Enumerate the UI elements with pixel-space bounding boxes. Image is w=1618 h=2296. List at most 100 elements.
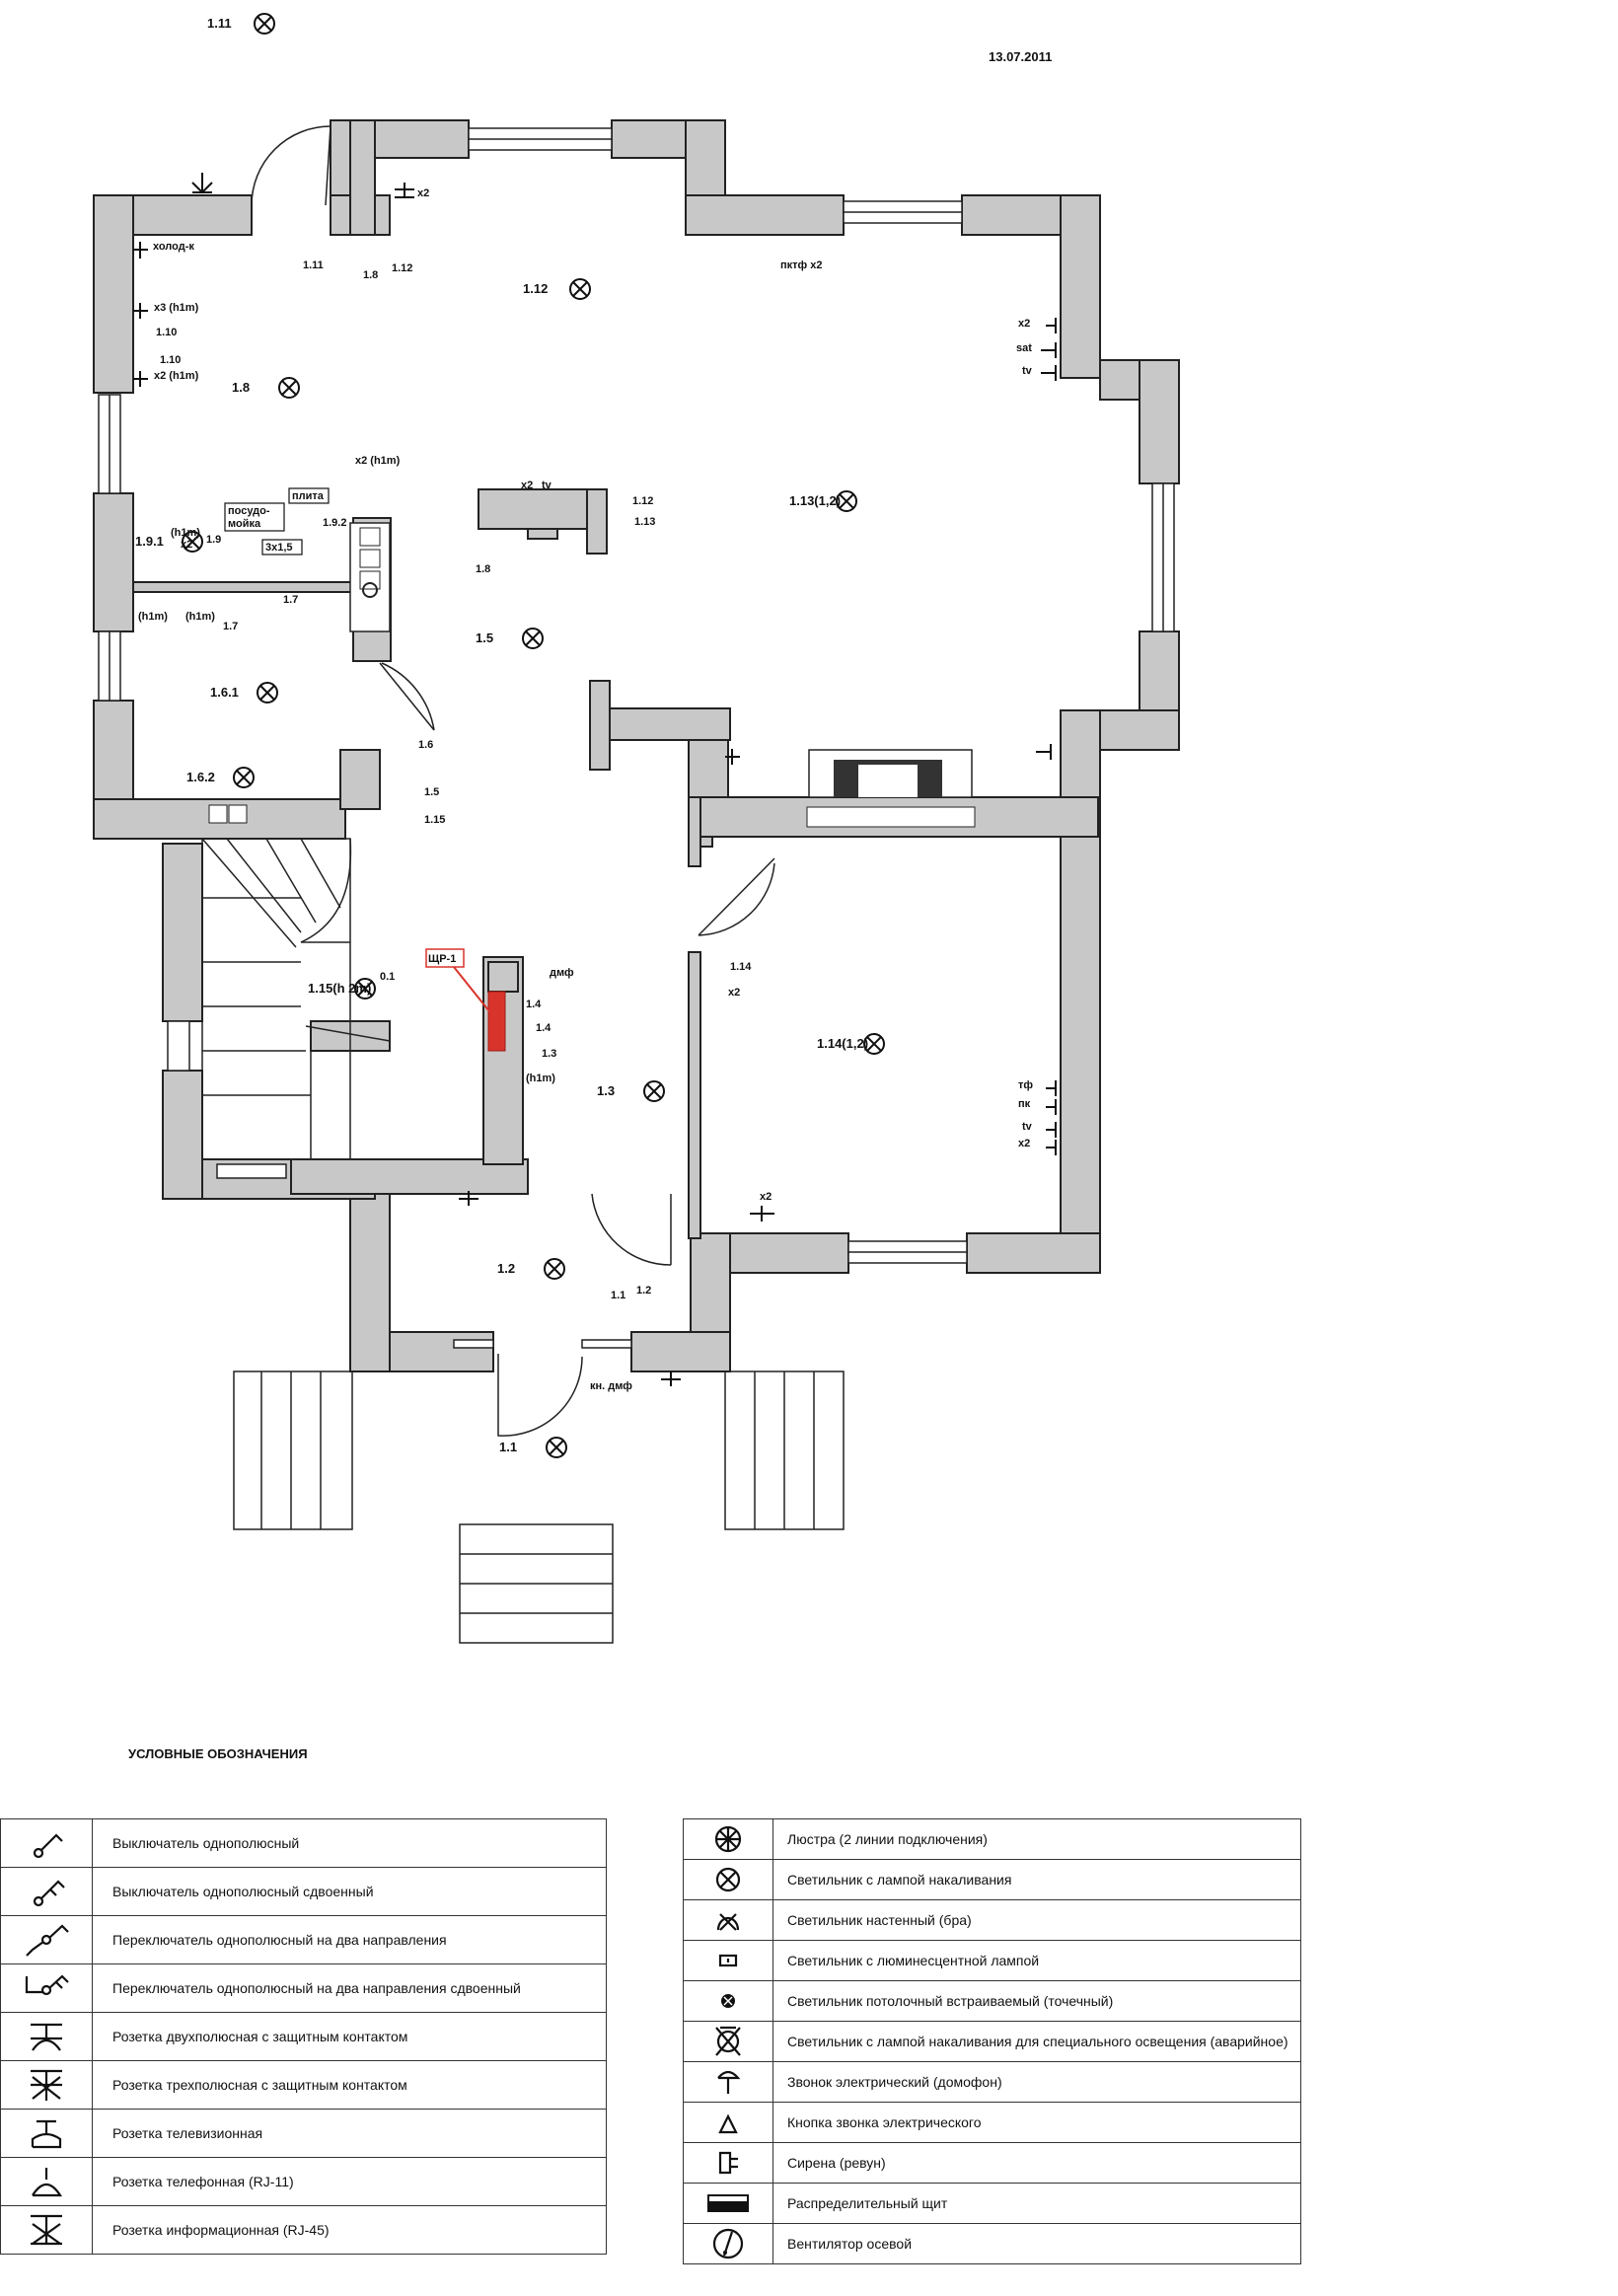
legend-text: Розетка телефонная (RJ-11): [92, 2157, 607, 2206]
legend-row: Светильник с люминесцентной лампой: [683, 1940, 1301, 1981]
socket-2pole-icon: [31, 2023, 62, 2051]
socket-marks: [133, 173, 1057, 1386]
legend-text: Выключатель однополюсный: [92, 1818, 607, 1868]
legend-text: Светильник с люминесцентной лампой: [772, 1940, 1301, 1981]
plan-label: x2 (h1m): [154, 370, 199, 382]
legend-text: Звонок электрический (домофон): [772, 2061, 1301, 2103]
switch-double-icon: [33, 1880, 65, 1907]
plan-boxed-label: плита: [292, 490, 325, 502]
plan-label: (h1m): [171, 527, 200, 539]
plan-label: 1.15: [424, 814, 445, 826]
legend-row: Светильник с лампой накаливания для спец…: [683, 2021, 1301, 2062]
fixture-label: 1.11: [207, 16, 232, 31]
legend-row: Переключатель однополюсный на два направ…: [0, 1963, 607, 2013]
legend-icon-cell: [683, 2183, 773, 2224]
porch: [233, 1370, 845, 1644]
plan-label: x2: [728, 987, 740, 999]
legend-row: Распределительный щит: [683, 2183, 1301, 2224]
plan-boxed-label: посудо-: [228, 505, 270, 517]
fixture-lamp-icon: 1.15(h 2m): [308, 978, 376, 1000]
fixture-label: 1.5: [476, 630, 493, 645]
plan-boxed-label: 3x1,5: [265, 542, 293, 554]
legend-icon-cell: [683, 2021, 773, 2062]
plan-label: x2: [1018, 1138, 1030, 1149]
legend-icon-cell: [0, 1915, 93, 1964]
lamp-wall-icon: [716, 1913, 740, 1931]
plan-label: тф: [1018, 1079, 1033, 1091]
legend-text: Светильник с лампой накаливания для спец…: [772, 2021, 1301, 2062]
fixture-lamp-icon: 1.12: [523, 278, 591, 300]
fixture-label: 1.1: [499, 1440, 517, 1454]
fixture-label: 1.8: [232, 380, 250, 395]
legend-text: Кнопка звонка электрического: [772, 2102, 1301, 2143]
legend-icon-cell: [0, 2109, 93, 2158]
legend-row: Выключатель однополюсный: [0, 1818, 607, 1868]
fixture-lamp-icon: 1.2: [497, 1258, 565, 1280]
fixture-lamp-icon: 1.5: [476, 628, 544, 649]
plan-label: пктф x2: [780, 259, 822, 271]
legend-icon-cell: [0, 2060, 93, 2110]
socket-tv-icon: [31, 2119, 62, 2149]
legend-row: Светильник настенный (бра): [683, 1899, 1301, 1941]
fixture-label: 1.15(h 2m): [308, 981, 371, 996]
legend-row: Люстра (2 линии подключения): [683, 1818, 1301, 1860]
plan-label: пк: [1018, 1098, 1031, 1110]
plan-label: холод-к: [153, 241, 194, 253]
switch-single-icon: [33, 1833, 63, 1859]
plan-boxed-label: мойка: [228, 518, 261, 530]
legend-text: Вентилятор осевой: [772, 2223, 1301, 2264]
legend-icon-cell: [0, 2205, 93, 2255]
fan-icon: [712, 2228, 744, 2259]
kitchen-appliances: [208, 522, 976, 828]
fixture-lamp-icon: 1.13(1,2): [789, 490, 857, 512]
plan-label: x2 (h1m): [355, 455, 401, 467]
legend-text: Светильник с лампой накаливания: [772, 1859, 1301, 1900]
walls: [93, 119, 1180, 1372]
legend-row: Вентилятор осевой: [683, 2223, 1301, 2264]
socket-data-icon: [31, 2214, 62, 2246]
siren-icon: [718, 2151, 738, 2175]
plan-label: 1.4: [536, 1022, 552, 1034]
plan-label: x2: [521, 480, 533, 491]
fixture-label: 1.6.2: [186, 770, 215, 784]
fixture-lamp-icon: 1.14(1,2): [817, 1033, 885, 1055]
legend-text: Светильник потолочный встраиваемый (точе…: [772, 1980, 1301, 2022]
plan-label: (h1m): [138, 611, 168, 623]
legend-icon-cell: [683, 1859, 773, 1900]
plan-label: кн. дмф: [590, 1380, 632, 1392]
chandelier-icon: [714, 1825, 742, 1853]
plan-label: (h1m): [185, 611, 215, 623]
fixture-label: 1.14(1,2): [817, 1036, 868, 1051]
plan-label: 1.10: [160, 354, 181, 366]
windows: [98, 127, 1175, 1349]
distribution-panel-shr1: ЩР-1: [425, 948, 506, 1052]
fixture-lamp-icon: 1.3: [597, 1080, 665, 1102]
fixture-label: 1.9.1: [135, 534, 164, 549]
legend-text: Выключатель однополюсный сдвоенный: [92, 1867, 607, 1916]
plan-label: 1.9.2: [323, 517, 346, 529]
legend-icon-cell: [683, 2223, 773, 2264]
legend-icon-cell: [0, 2012, 93, 2061]
legend-row: Выключатель однополюсный сдвоенный: [0, 1867, 607, 1916]
fixture-lamp-icon: 1.1: [499, 1437, 567, 1458]
plan-label: 1.12: [632, 495, 653, 507]
fixture-lamp-icon: 1.6.1: [210, 682, 278, 704]
plan-label: 1.7: [283, 594, 298, 606]
plan-boxed-labels: посудо-мойка плита 3x1,5: [224, 487, 330, 555]
legend-icon-cell: [0, 2157, 93, 2206]
bell-icon: [717, 2070, 741, 2094]
legend-row: Переключатель однополюсный на два направ…: [0, 1915, 607, 1964]
legend-icon-cell: [683, 1818, 773, 1860]
plan-label: 1.6: [418, 739, 433, 751]
fixture-label: 1.2: [497, 1261, 515, 1276]
plan-label: tv: [542, 480, 552, 491]
plan-label: 1.10: [156, 327, 177, 338]
legend-title: УСЛОВНЫЕ ОБОЗНАЧЕНИЯ: [128, 1746, 308, 1761]
fixture-label: 1.12: [523, 281, 548, 296]
plan-label: 1.7: [223, 621, 238, 632]
plan-label: x2: [417, 187, 429, 199]
legend-text: Сирена (ревун): [772, 2142, 1301, 2184]
plan-label: 1.2: [636, 1285, 651, 1296]
plan-label: 0.1: [380, 971, 395, 983]
